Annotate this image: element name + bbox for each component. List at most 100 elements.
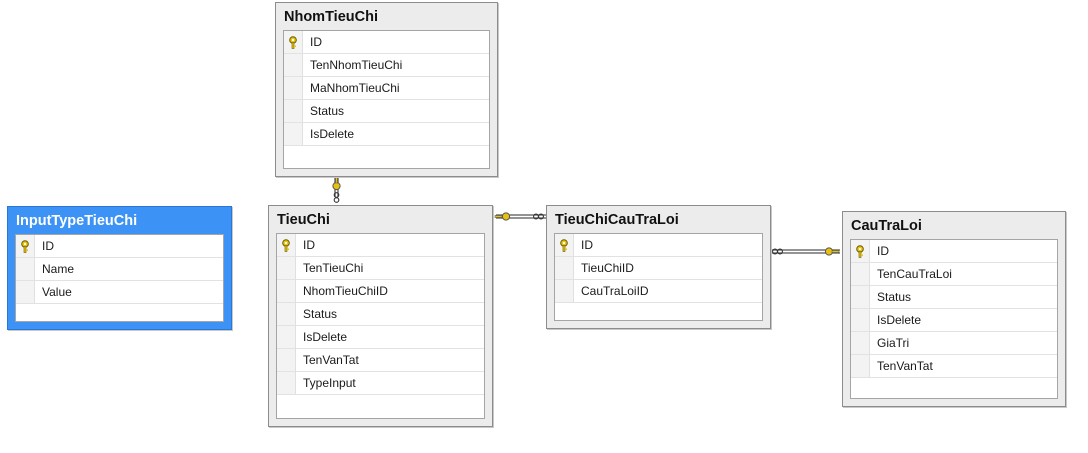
key-icon xyxy=(855,244,865,258)
column-row[interactable]: TenNhomTieuChi xyxy=(284,54,489,77)
row-selector[interactable] xyxy=(277,234,296,256)
infinity-icon xyxy=(533,213,544,220)
column-row[interactable]: Status xyxy=(277,303,484,326)
column-row[interactable]: TypeInput xyxy=(277,372,484,395)
column-name: Status xyxy=(877,290,912,304)
column-row[interactable]: TenVanTat xyxy=(851,355,1057,378)
column-row[interactable]: TenCauTraLoi xyxy=(851,263,1057,286)
table-title: TieuChiCauTraLoi xyxy=(555,212,679,228)
row-selector[interactable] xyxy=(16,281,35,303)
column-name: ID xyxy=(581,238,593,252)
row-selector[interactable] xyxy=(277,280,296,302)
column-row[interactable]: ID xyxy=(851,240,1057,263)
row-selector[interactable] xyxy=(16,235,35,257)
row-selector[interactable] xyxy=(851,240,870,262)
column-name: TieuChiID xyxy=(581,261,634,275)
column-row[interactable]: Value xyxy=(16,281,223,304)
column-name: CauTraLoiID xyxy=(581,284,649,298)
key-icon xyxy=(288,35,298,49)
column-name: Value xyxy=(42,285,72,299)
column-row[interactable]: TenVanTat xyxy=(277,349,484,372)
row-selector[interactable] xyxy=(277,349,296,371)
table-title: TieuChi xyxy=(277,212,330,228)
relation-key-icon xyxy=(494,212,511,221)
column-row[interactable]: ID xyxy=(277,234,484,257)
row-selector[interactable] xyxy=(16,258,35,280)
table-title: CauTraLoi xyxy=(851,218,922,234)
column-row[interactable]: Name xyxy=(16,258,223,281)
row-selector[interactable] xyxy=(277,303,296,325)
column-row[interactable]: NhomTieuChiID xyxy=(277,280,484,303)
column-name: IsDelete xyxy=(877,313,922,327)
row-selector[interactable] xyxy=(284,77,303,99)
column-name: MaNhomTieuChi xyxy=(310,81,400,95)
column-name: ID xyxy=(877,244,889,258)
column-row[interactable]: CauTraLoiID xyxy=(555,280,762,303)
row-selector[interactable] xyxy=(851,309,870,331)
column-name: ID xyxy=(303,238,315,252)
row-selector[interactable] xyxy=(851,263,870,285)
column-grid: ID TieuChiID CauTraLoiID xyxy=(554,233,763,321)
row-selector[interactable] xyxy=(851,332,870,354)
key-icon xyxy=(559,238,569,252)
key-icon xyxy=(20,239,30,253)
row-selector[interactable] xyxy=(851,355,870,377)
column-row[interactable]: ID xyxy=(555,234,762,257)
column-row[interactable]: MaNhomTieuChi xyxy=(284,77,489,100)
column-name: TenVanTat xyxy=(303,353,359,367)
column-row[interactable]: ID xyxy=(284,31,489,54)
relation-nhomtieuchi-tieuchi[interactable] xyxy=(332,176,341,203)
relation-tieuchi-tieuchicautraloi[interactable] xyxy=(494,212,546,221)
relation-tieuchicautraloi-cautraloi[interactable] xyxy=(772,247,840,256)
row-selector[interactable] xyxy=(284,54,303,76)
column-name: IsDelete xyxy=(310,127,355,141)
column-name: NhomTieuChiID xyxy=(303,284,388,298)
column-row[interactable]: IsDelete xyxy=(284,123,489,146)
column-name: Name xyxy=(42,262,75,276)
column-name: IsDelete xyxy=(303,330,348,344)
column-name: ID xyxy=(310,35,322,49)
table-title: NhomTieuChi xyxy=(284,9,378,25)
column-row[interactable]: GiaTri xyxy=(851,332,1057,355)
column-row[interactable]: IsDelete xyxy=(851,309,1057,332)
column-row[interactable]: Status xyxy=(851,286,1057,309)
column-name: TenTieuChi xyxy=(303,261,364,275)
column-row[interactable]: IsDelete xyxy=(277,326,484,349)
column-name: GiaTri xyxy=(877,336,910,350)
column-row[interactable]: TenTieuChi xyxy=(277,257,484,280)
relation-key-icon xyxy=(332,176,341,191)
column-name: TypeInput xyxy=(303,376,356,390)
row-selector[interactable] xyxy=(555,280,574,302)
column-row[interactable]: TieuChiID xyxy=(555,257,762,280)
infinity-icon xyxy=(333,192,340,203)
row-selector[interactable] xyxy=(284,31,303,53)
row-selector[interactable] xyxy=(851,286,870,308)
column-name: Status xyxy=(303,307,338,321)
column-name: ID xyxy=(42,239,54,253)
infinity-icon xyxy=(772,248,783,255)
table-title: InputTypeTieuChi xyxy=(16,213,138,229)
row-selector[interactable] xyxy=(277,257,296,279)
row-selector[interactable] xyxy=(284,100,303,122)
column-name: TenNhomTieuChi xyxy=(310,58,403,72)
table-tieuchicautraloi[interactable]: TieuChiCauTraLoi ID TieuChiID CauTraLoiID xyxy=(546,205,771,329)
column-row[interactable]: Status xyxy=(284,100,489,123)
column-name: TenVanTat xyxy=(877,359,933,373)
column-name: Status xyxy=(310,104,345,118)
row-selector[interactable] xyxy=(277,326,296,348)
relation-key-icon xyxy=(824,247,840,256)
row-selector[interactable] xyxy=(555,257,574,279)
column-row[interactable]: ID xyxy=(16,235,223,258)
row-selector[interactable] xyxy=(555,234,574,256)
row-selector[interactable] xyxy=(277,372,296,394)
column-name: TenCauTraLoi xyxy=(877,267,952,281)
row-selector[interactable] xyxy=(284,123,303,145)
